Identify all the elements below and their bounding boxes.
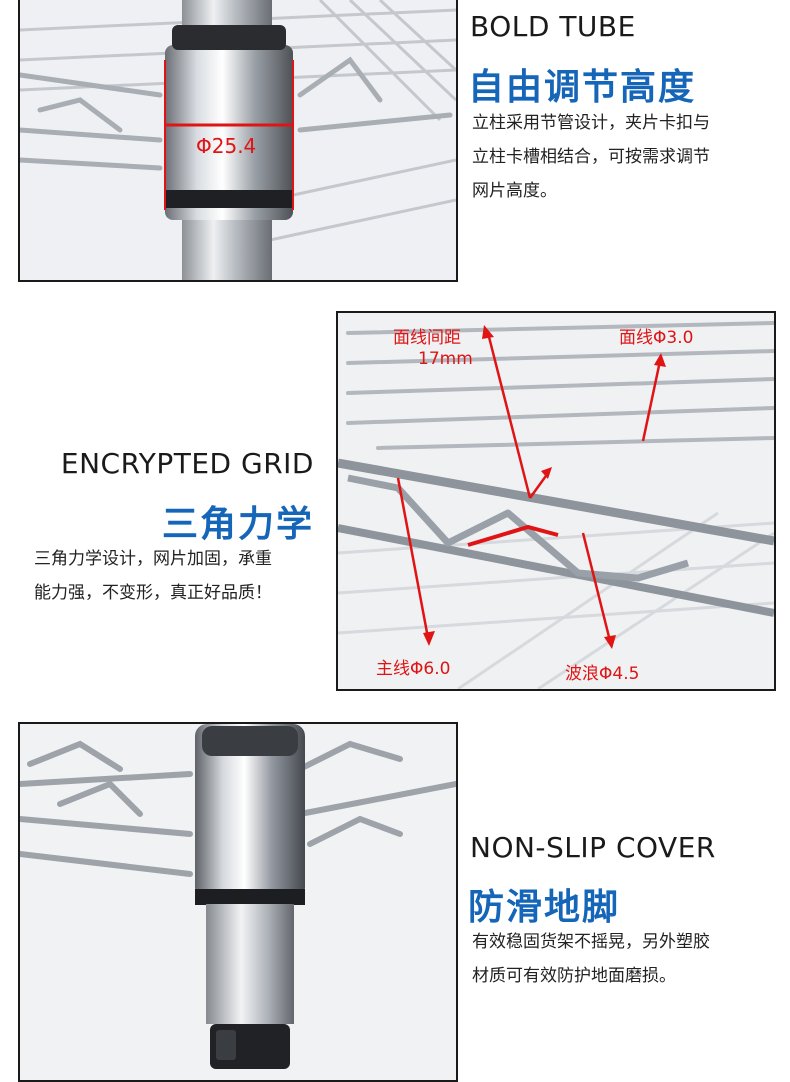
spacing-value: 17mm xyxy=(418,349,473,369)
main-wire-label: 主线Φ6.0 xyxy=(376,659,451,679)
desc-line: 网片高度。 xyxy=(472,181,557,201)
section2-description: 三角力学设计，网片加固，承重 能力强，不变形，真正好品质！ xyxy=(34,542,272,610)
section2-en-title: ENCRYPTED GRID xyxy=(60,447,314,480)
section1-cn-title: 自由调节高度 xyxy=(468,67,697,108)
desc-line: 材质可有效防护地面磨损。 xyxy=(472,966,676,986)
bold-tube-photo: Φ25.4 xyxy=(18,0,458,282)
desc-line: 三角力学设计，网片加固，承重 xyxy=(34,549,272,569)
desc-line: 立柱卡槽相结合，可按需求调节 xyxy=(472,147,710,167)
foot-illustration xyxy=(20,724,456,1080)
grid-illustration xyxy=(338,313,774,689)
wave-wire-label: 波浪Φ4.5 xyxy=(565,664,640,684)
surface-wire-label: 面线Φ3.0 xyxy=(619,328,694,348)
section3-cn-title: 防滑地脚 xyxy=(468,887,621,928)
section3-en-title: NON-SLIP COVER xyxy=(470,831,716,864)
desc-line: 能力强，不变形，真正好品质！ xyxy=(34,583,272,603)
desc-line: 立柱采用节管设计，夹片卡扣与 xyxy=(472,113,710,133)
encrypted-grid-photo: 面线间距 17mm 面线Φ3.0 主线Φ6.0 波浪Φ4.5 xyxy=(336,311,776,691)
bold-tube-illustration xyxy=(20,0,456,280)
spacing-label: 面线间距 xyxy=(393,328,461,348)
section1-en-title: BOLD TUBE xyxy=(470,10,636,43)
diameter-label: Φ25.4 xyxy=(196,134,257,158)
section1-description: 立柱采用节管设计，夹片卡扣与 立柱卡槽相结合，可按需求调节 网片高度。 xyxy=(472,106,710,208)
section3-description: 有效稳固货架不摇晃，另外塑胶 材质可有效防护地面磨损。 xyxy=(472,925,710,993)
desc-line: 有效稳固货架不摇晃，另外塑胶 xyxy=(472,932,710,952)
non-slip-cover-photo xyxy=(18,722,458,1082)
section2-cn-title: 三角力学 xyxy=(161,504,314,545)
